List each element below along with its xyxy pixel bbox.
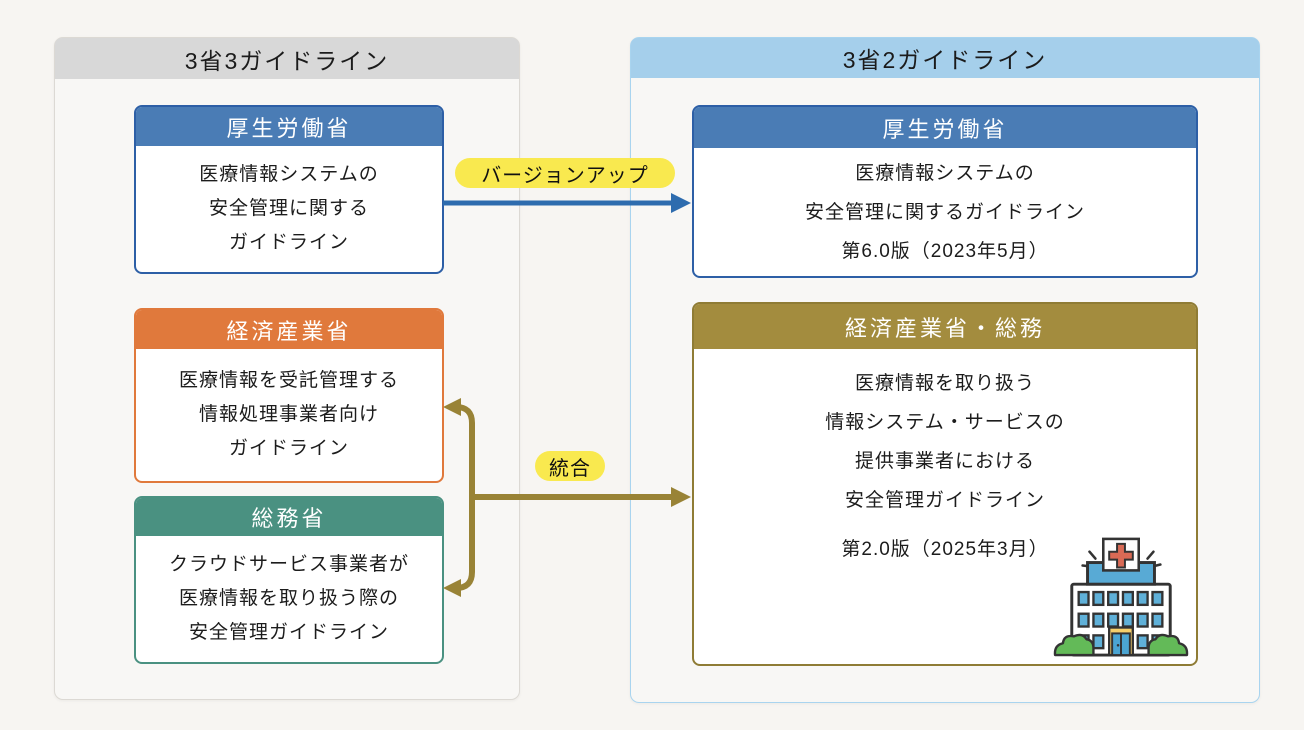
body-line: 医療情報を取り扱う際の	[178, 588, 399, 609]
body-line: クラウドサービス事業者が	[168, 554, 409, 575]
box-mic-body: クラウドサービス事業者が 医療情報を取り扱う際の 安全管理ガイドライン	[136, 536, 442, 662]
bush-icon	[1053, 633, 1189, 657]
body-line: 医療情報を取り扱う	[854, 373, 1035, 394]
box-meti-mic-merged: 経済産業省・総務 医療情報を取り扱う 情報システム・サービスの 提供事業者におけ…	[692, 302, 1198, 666]
body-line: 医療情報システムの	[199, 164, 379, 185]
body-line: 医療情報システムの	[855, 162, 1035, 184]
body-line: 提供事業者における	[854, 451, 1035, 472]
body-line: 第6.0版（2023年5月）	[841, 240, 1049, 262]
versionup-label: バージョンアップ	[455, 158, 675, 188]
hospital-icon	[1053, 537, 1189, 657]
box-mhlw-old: 厚生労働省 医療情報システムの 安全管理に関する ガイドライン	[134, 105, 444, 274]
box-meti-header: 経済産業省	[136, 310, 442, 349]
panel-3sho2-guidelines: 3省2ガイドライン 厚生労働省 医療情報システムの 安全管理に関するガイドライン…	[630, 37, 1260, 703]
body-line: ガイドライン	[228, 232, 349, 253]
box-meti-mic-merged-header: 経済産業省・総務	[694, 304, 1196, 349]
box-meti-mic-merged-body: 医療情報を取り扱う 情報システム・サービスの 提供事業者における 安全管理ガイド…	[694, 349, 1196, 664]
panel-title-3sho3: 3省3ガイドライン	[55, 38, 519, 79]
body-line: 医療情報を受託管理する	[178, 370, 399, 391]
body-line: 情報システム・サービスの	[825, 412, 1065, 433]
box-mhlw-new-body: 医療情報システムの 安全管理に関するガイドライン 第6.0版（2023年5月）	[694, 148, 1196, 276]
body-line: 安全管理ガイドライン	[844, 490, 1045, 511]
box-meti-body: 医療情報を受託管理する 情報処理事業者向け ガイドライン	[136, 349, 442, 481]
version-line: 第2.0版（2025年3月）	[841, 539, 1049, 560]
red-cross-icon	[1108, 542, 1134, 569]
body-line: 安全管理に関するガイドライン	[804, 201, 1085, 223]
box-mic-header: 総務省	[136, 498, 442, 536]
body-line: ガイドライン	[228, 438, 349, 459]
box-mhlw-old-header: 厚生労働省	[136, 107, 442, 146]
body-line: 安全管理に関する	[208, 198, 369, 219]
body-line: 情報処理事業者向け	[198, 404, 379, 425]
box-mhlw-old-body: 医療情報システムの 安全管理に関する ガイドライン	[136, 146, 442, 272]
body-line: 安全管理ガイドライン	[188, 622, 389, 643]
box-mhlw-new: 厚生労働省 医療情報システムの 安全管理に関するガイドライン 第6.0版（202…	[692, 105, 1198, 278]
box-mic: 総務省 クラウドサービス事業者が 医療情報を取り扱う際の 安全管理ガイドライン	[134, 496, 444, 664]
box-meti: 経済産業省 医療情報を受託管理する 情報処理事業者向け ガイドライン	[134, 308, 444, 483]
merge-label: 統合	[535, 451, 605, 481]
panel-3sho3-guidelines: 3省3ガイドライン 厚生労働省 医療情報システムの 安全管理に関する ガイドライ…	[54, 37, 520, 700]
panel-title-3sho2: 3省2ガイドライン	[631, 38, 1259, 78]
box-mhlw-new-header: 厚生労働省	[694, 107, 1196, 148]
